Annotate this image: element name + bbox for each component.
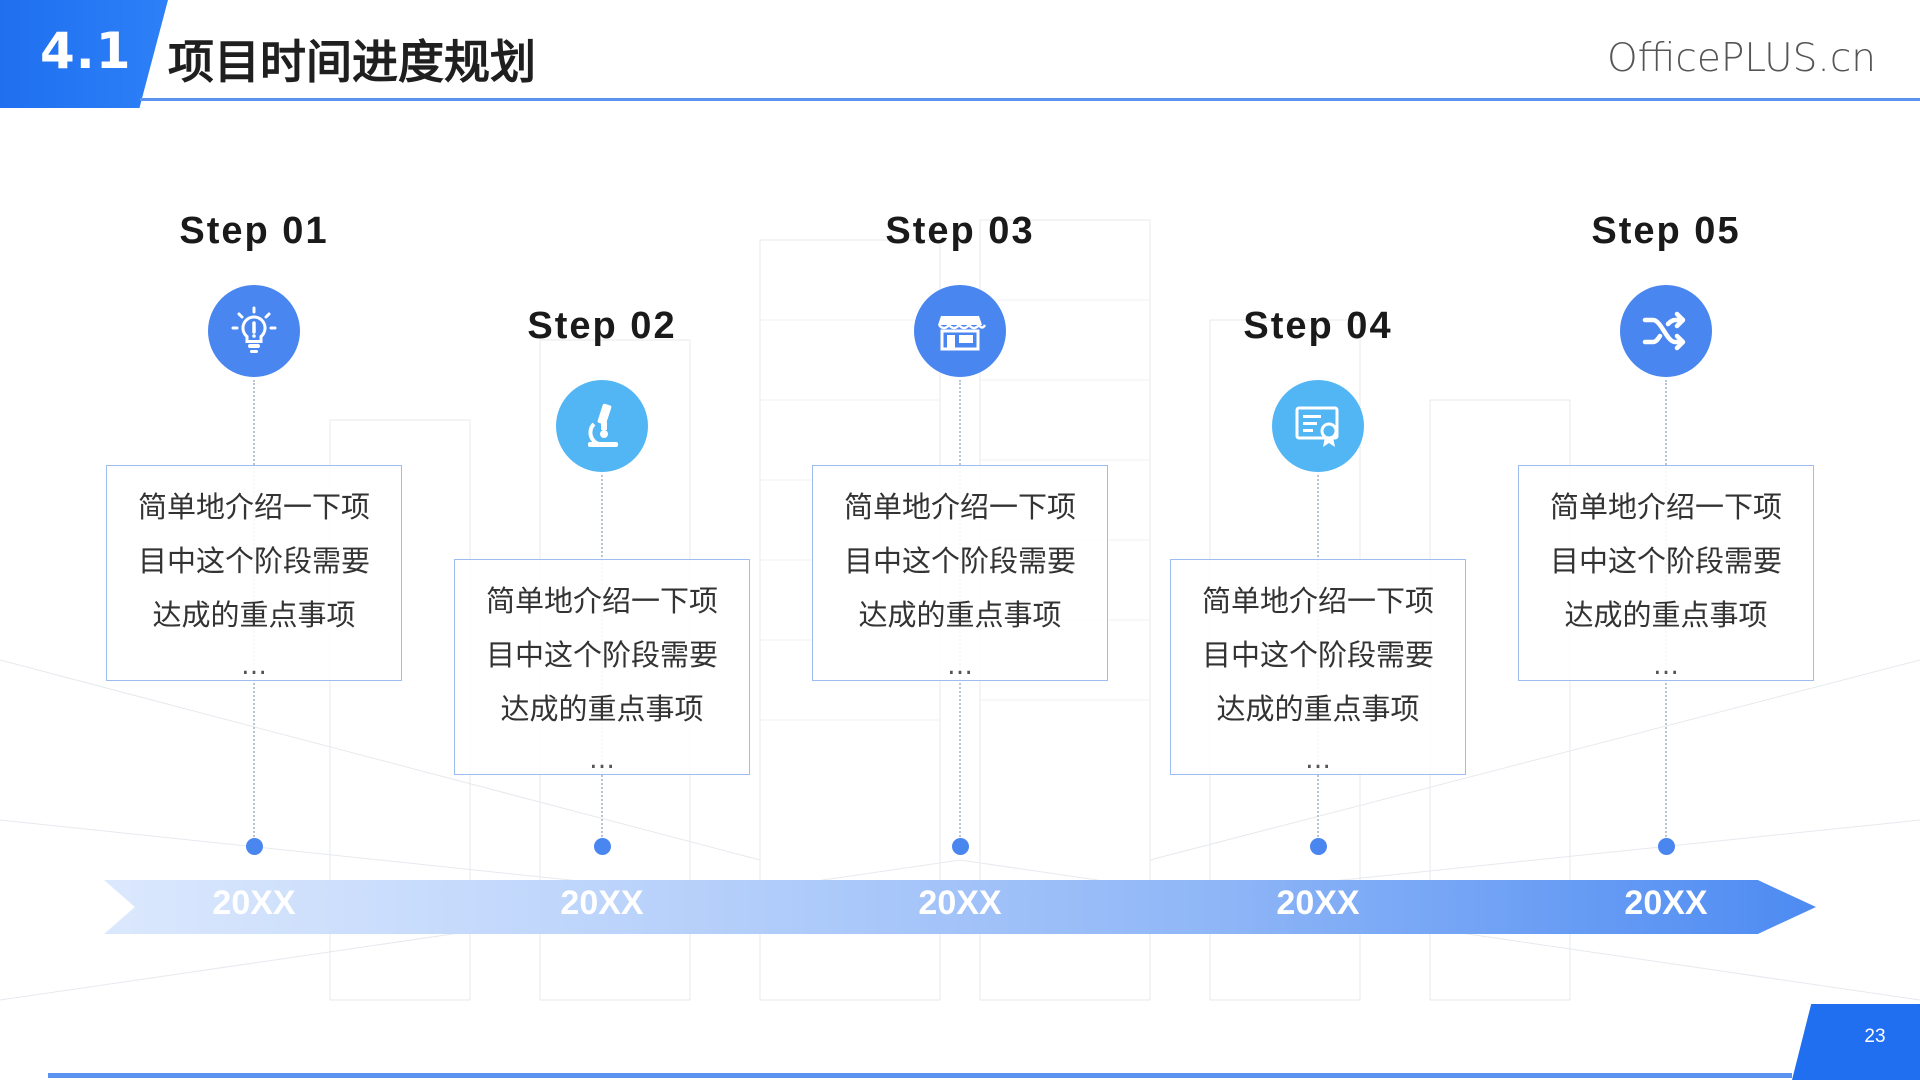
card-line: 目中这个阶段需要: [843, 544, 1076, 578]
card-line: 目中这个阶段需要: [485, 638, 718, 672]
step-card-04: 简单地介绍一下项 目中这个阶段需要 达成的重点事项 …: [1170, 559, 1466, 775]
step-icon-02: [556, 380, 648, 472]
timeline-year-05: 20XX: [1624, 884, 1708, 922]
timeline-year-04: 20XX: [1276, 884, 1360, 922]
step-title-03: Step 03: [885, 210, 1035, 252]
card-line: 目中这个阶段需要: [1549, 544, 1782, 578]
lightbulb-icon: [231, 306, 277, 353]
card-line: 达成的重点事项: [1564, 598, 1768, 632]
timeline-dot-03: [952, 838, 969, 855]
timeline-year-01: 20XX: [212, 884, 296, 922]
page-number-badge: [1792, 1004, 1920, 1080]
step-card-03: 简单地介绍一下项 目中这个阶段需要 达成的重点事项 …: [812, 465, 1108, 681]
card-line: 简单地介绍一下项: [843, 490, 1076, 524]
section-badge: [0, 0, 168, 108]
microscope-icon: [588, 403, 618, 447]
timeline-year-02: 20XX: [560, 884, 644, 922]
card-line: 达成的重点事项: [1216, 692, 1420, 726]
card-line: 达成的重点事项: [858, 598, 1062, 632]
certificate-icon: [1295, 406, 1339, 447]
step-card-02: 简单地介绍一下项 目中这个阶段需要 达成的重点事项 …: [454, 559, 750, 775]
card-more: …: [589, 745, 615, 775]
section-number: 4.1: [40, 22, 132, 80]
card-line: 简单地介绍一下项: [1201, 584, 1434, 618]
step-icon-04: [1272, 380, 1364, 472]
card-line: 达成的重点事项: [152, 598, 356, 632]
step-card-01: 简单地介绍一下项 目中这个阶段需要 达成的重点事项 …: [106, 465, 402, 681]
brand-logo-text: OfficePLUS.cn: [1606, 36, 1876, 81]
card-line: 简单地介绍一下项: [137, 490, 370, 524]
timeline-dot-02: [594, 838, 611, 855]
card-line: 简单地介绍一下项: [1549, 490, 1782, 524]
timeline-arrow: [104, 880, 1816, 934]
page-number: 23: [1864, 1026, 1886, 1047]
store-icon: [938, 316, 987, 351]
timeline-year-03: 20XX: [918, 884, 1002, 922]
step-title-02: Step 02: [527, 305, 677, 347]
card-more: …: [241, 651, 267, 681]
timeline-dot-04: [1310, 838, 1327, 855]
card-more: …: [1653, 651, 1679, 681]
footer-divider: [48, 1073, 1792, 1078]
card-more: …: [1305, 745, 1331, 775]
step-icon-05: [1620, 285, 1712, 377]
step-icon-01: [208, 285, 300, 377]
card-line: 目中这个阶段需要: [137, 544, 370, 578]
step-card-05: 简单地介绍一下项 目中这个阶段需要 达成的重点事项 …: [1518, 465, 1814, 681]
card-line: 简单地介绍一下项: [485, 584, 718, 618]
timeline-dot-01: [246, 838, 263, 855]
card-line: 达成的重点事项: [500, 692, 704, 726]
timeline-dot-05: [1658, 838, 1675, 855]
step-title-01: Step 01: [179, 210, 329, 252]
shuffle-icon: [1642, 311, 1686, 351]
page-title: 项目时间进度规划: [168, 35, 536, 89]
header-divider: [140, 98, 1920, 101]
card-line: 目中这个阶段需要: [1201, 638, 1434, 672]
step-title-04: Step 04: [1243, 305, 1393, 347]
card-more: …: [947, 651, 973, 681]
step-icon-03: [914, 285, 1006, 377]
step-title-05: Step 05: [1591, 210, 1741, 252]
